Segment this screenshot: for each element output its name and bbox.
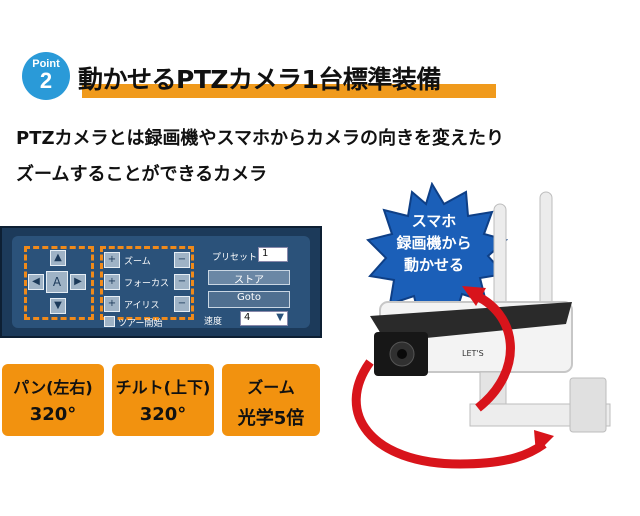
starburst-line-2: 録画機から [396,234,472,252]
feature-pan-title: パン(左右) [13,378,93,397]
chevron-down-icon: ▼ [276,312,284,323]
preset-label: プリセット [212,253,258,263]
feature-tilt: チルト(上下) 320° [112,364,214,436]
iris-label: アイリス [124,301,160,311]
feature-pan-value: 320° [29,404,77,425]
point-label: Point [32,58,60,70]
direction-pad-highlight [24,246,94,320]
preset-field[interactable]: 1 [258,247,288,262]
focus-label: フォーカス [124,279,170,289]
zoom-label: ズーム [124,257,151,267]
pan-left-button[interactable]: ◀ [28,274,44,290]
feature-tilt-value: 320° [139,404,187,425]
iris-open-button[interactable]: + [104,296,120,312]
description-line-1: PTZカメラとは録画機やスマホからカメラの向きを変えたり [16,128,504,149]
ptz-control-panel: ▲ ◀ A ▶ ▼ + ズーム − + フォーカス − + アイリス − プリセ… [0,226,322,338]
tour-checkbox[interactable] [104,316,115,327]
starburst-line-1: スマホ [411,212,457,230]
zoom-in-button[interactable]: + [104,252,120,268]
feature-zoom: ズーム 光学5倍 [222,364,320,436]
focus-far-button[interactable]: − [174,274,190,290]
feature-zoom-value: 光学5倍 [237,408,305,429]
tilt-arrow-icon [470,289,515,412]
speed-label: 速度 [204,317,223,327]
feature-pan: パン(左右) 320° [2,364,104,436]
feature-zoom-title: ズーム [247,378,295,397]
tilt-up-button[interactable]: ▲ [50,250,66,266]
page-title: 動かせるPTZカメラ1台標準装備 [78,65,441,94]
tilt-down-button[interactable]: ▼ [50,298,66,314]
point-number: 2 [39,68,53,93]
iris-close-button[interactable]: − [174,296,190,312]
tour-label: ツアー開始 [118,319,163,329]
pan-right-button[interactable]: ▶ [70,274,86,290]
goto-button[interactable]: Goto [208,291,290,308]
lens-controls-highlight [100,246,194,320]
feature-tilt-title: チルト(上下) [115,378,211,397]
title-underline [82,84,496,98]
starburst-line-3: 動かせる [403,256,464,274]
pan-arrow-icon [351,359,547,469]
point-badge: Point 2 [22,52,70,100]
zoom-out-button[interactable]: − [174,252,190,268]
camera-logo: LET'S [462,349,484,358]
speed-select[interactable]: 4▼ [240,311,288,326]
store-button[interactable]: ストア [208,270,290,286]
title-block: 動かせるPTZカメラ1台標準装備 [76,58,496,98]
ptz-camera-illustration: LET'S [351,182,611,469]
focus-near-button[interactable]: + [104,274,120,290]
speed-value: 4 [244,312,251,323]
starburst-callout: スマホ 録画機から 動かせる [378,210,490,276]
auto-button[interactable]: A [46,271,68,293]
description-line-2: ズームすることができるカメラ [16,164,268,185]
